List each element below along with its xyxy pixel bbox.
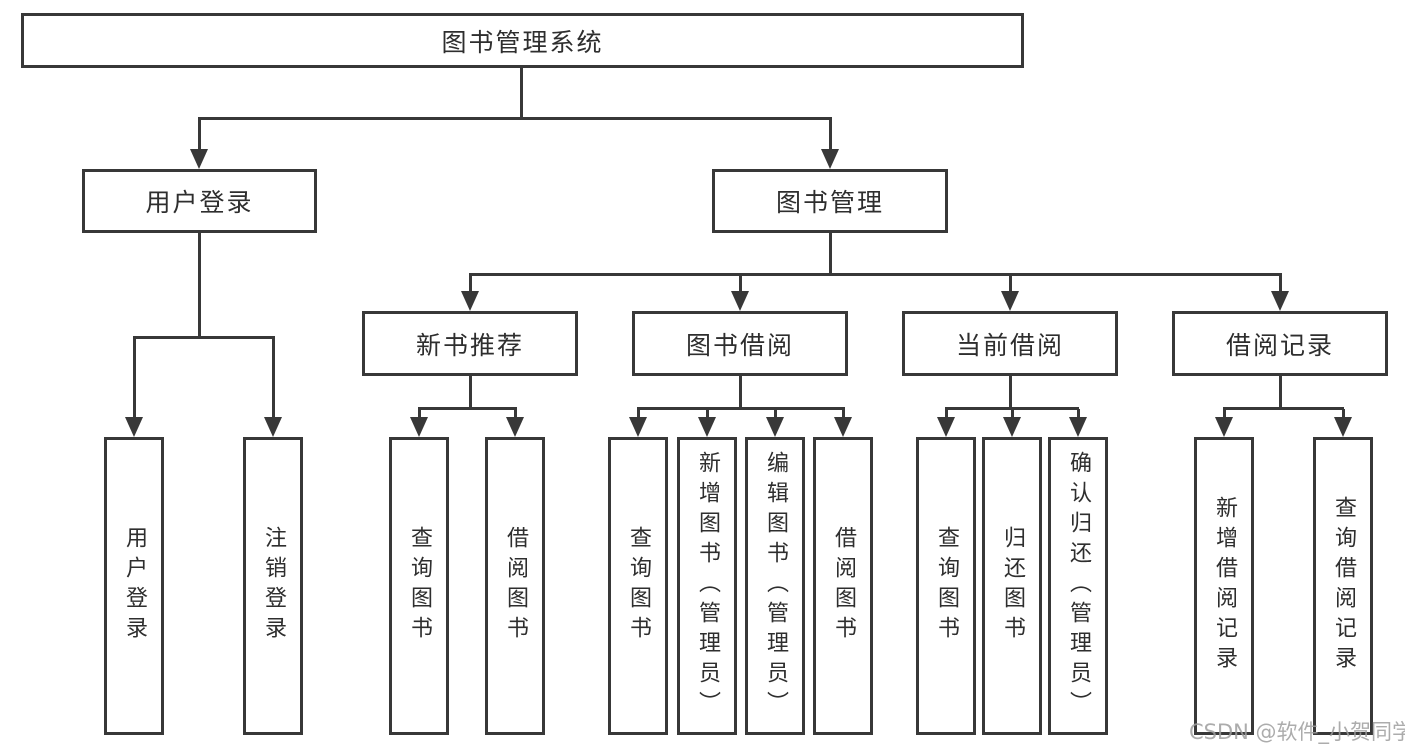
leaf-bb-query-books: 查询图书 xyxy=(608,437,668,735)
node-borrowing-records: 借阅记录 xyxy=(1172,311,1388,376)
leaf-cb-query-books-label: 查询图书 xyxy=(934,526,959,646)
arrowhead-cb-confirm xyxy=(1069,417,1087,437)
node-book-management: 图书管理 xyxy=(712,169,948,233)
leaf-cb-return-books: 归还图书 xyxy=(982,437,1042,735)
leaf-logout-label: 注销登录 xyxy=(261,526,286,646)
arrowhead-book-management xyxy=(821,149,839,169)
connector-current-trunk xyxy=(1009,376,1012,409)
connector-level2-horizontal xyxy=(198,117,832,120)
leaf-user-login-label: 用户登录 xyxy=(122,526,147,646)
arrowhead-cb-query xyxy=(937,417,955,437)
connector-borrowing-trunk xyxy=(739,376,742,409)
arrowhead-user-login xyxy=(190,149,208,169)
node-book-management-label: 图书管理 xyxy=(775,188,884,217)
leaf-br-query-record: 查询借阅记录 xyxy=(1313,437,1373,735)
arrowhead-bb-borrow xyxy=(834,417,852,437)
leaf-rec-borrow-books-label: 借阅图书 xyxy=(503,526,528,646)
leaf-br-query-record-label: 查询借阅记录 xyxy=(1331,496,1356,676)
connector-level3-horizontal xyxy=(469,273,1282,276)
leaf-rec-query-books-label: 查询图书 xyxy=(407,526,432,646)
connector-user-login-horizontal xyxy=(133,336,275,339)
arrowhead-current-borrowing xyxy=(1001,291,1019,311)
node-user-login: 用户登录 xyxy=(82,169,317,233)
connector-arrow-shaft-rec-borrow xyxy=(514,409,517,419)
arrowhead-new-book-recommend xyxy=(461,291,479,311)
connector-user-login-trunk xyxy=(198,233,201,339)
leaf-bb-add-books: 新增图书（管理员） xyxy=(677,437,737,735)
leaf-bb-query-books-label: 查询图书 xyxy=(626,526,651,646)
leaf-user-login: 用户登录 xyxy=(104,437,164,735)
leaf-bb-edit-books: 编辑图书（管理员） xyxy=(745,437,805,735)
node-library-system-label: 图书管理系统 xyxy=(441,27,604,57)
connector-arrow-shaft-bb-edit xyxy=(774,409,777,419)
connector-arrow-shaft-current-borrowing xyxy=(1009,276,1012,293)
node-new-book-recommend: 新书推荐 xyxy=(362,311,578,376)
leaf-cb-return-books-label: 归还图书 xyxy=(1000,526,1025,646)
connector-records-horizontal xyxy=(1223,407,1344,410)
connector-arrow-shaft-cb-return xyxy=(1011,409,1014,419)
arrowhead-leaf-logout xyxy=(264,417,282,437)
leaf-br-add-record-label: 新增借阅记录 xyxy=(1212,496,1237,676)
arrowhead-book-borrowing xyxy=(731,291,749,311)
connector-arrow-shaft-leaf-user-login xyxy=(133,339,136,419)
leaf-bb-add-books-label: 新增图书（管理员） xyxy=(695,451,720,721)
arrowhead-bb-query xyxy=(629,417,647,437)
leaf-cb-query-books: 查询图书 xyxy=(916,437,976,735)
node-book-borrowing-label: 图书借阅 xyxy=(685,330,794,360)
connector-arrow-shaft-leaf-logout xyxy=(272,339,275,419)
leaf-bb-edit-books-label: 编辑图书（管理员） xyxy=(763,451,788,721)
arrowhead-borrowing-records xyxy=(1271,291,1289,311)
leaf-cb-confirm-return-label: 确认归还（管理员） xyxy=(1066,451,1091,721)
node-current-borrowing: 当前借阅 xyxy=(902,311,1118,376)
leaf-br-add-record: 新增借阅记录 xyxy=(1194,437,1254,735)
leaf-bb-borrow-books-label: 借阅图书 xyxy=(831,526,856,646)
arrowhead-bb-add xyxy=(698,417,716,437)
csdn-watermark: CSDN @软件_小贺同学 xyxy=(1189,720,1405,744)
node-user-login-label: 用户登录 xyxy=(145,188,254,217)
leaf-logout: 注销登录 xyxy=(243,437,303,735)
arrowhead-bb-edit xyxy=(766,417,784,437)
connector-arrow-shaft-cb-confirm xyxy=(1077,409,1080,419)
connector-records-trunk xyxy=(1279,376,1282,409)
leaf-cb-confirm-return: 确认归还（管理员） xyxy=(1048,437,1108,735)
connector-borrowing-horizontal xyxy=(637,407,845,410)
connector-root-trunk xyxy=(520,68,523,120)
connector-current-horizontal xyxy=(945,407,1079,410)
connector-arrow-shaft-bb-query xyxy=(637,409,640,419)
connector-arrow-shaft-bb-borrow xyxy=(842,409,845,419)
node-book-borrowing: 图书借阅 xyxy=(632,311,848,376)
connector-book-management-trunk xyxy=(829,233,832,275)
connector-recommend-trunk xyxy=(469,376,472,409)
connector-arrow-shaft-new-book-recommend xyxy=(469,276,472,293)
connector-arrow-shaft-borrowing-records xyxy=(1279,276,1282,293)
connector-arrow-shaft-book-management xyxy=(829,119,832,151)
leaf-rec-borrow-books: 借阅图书 xyxy=(485,437,545,735)
arrowhead-leaf-user-login xyxy=(125,417,143,437)
connector-arrow-shaft-cb-query xyxy=(945,409,948,419)
leaf-bb-borrow-books: 借阅图书 xyxy=(813,437,873,735)
leaf-rec-query-books: 查询图书 xyxy=(389,437,449,735)
connector-arrow-shaft-user-login xyxy=(198,119,201,151)
connector-arrow-shaft-br-query xyxy=(1342,409,1345,419)
node-new-book-recommend-label: 新书推荐 xyxy=(415,330,524,360)
connector-arrow-shaft-rec-query xyxy=(418,409,421,419)
connector-arrow-shaft-book-borrowing xyxy=(739,276,742,293)
node-current-borrowing-label: 当前借阅 xyxy=(955,330,1064,360)
connector-recommend-horizontal xyxy=(418,407,517,410)
node-borrowing-records-label: 借阅记录 xyxy=(1225,330,1334,360)
arrowhead-rec-query xyxy=(410,417,428,437)
arrowhead-br-add xyxy=(1215,417,1233,437)
connector-arrow-shaft-bb-add xyxy=(706,409,709,419)
connector-arrow-shaft-br-add xyxy=(1223,409,1226,419)
node-library-system: 图书管理系统 xyxy=(21,13,1024,68)
arrowhead-br-query xyxy=(1334,417,1352,437)
arrowhead-rec-borrow xyxy=(506,417,524,437)
arrowhead-cb-return xyxy=(1003,417,1021,437)
